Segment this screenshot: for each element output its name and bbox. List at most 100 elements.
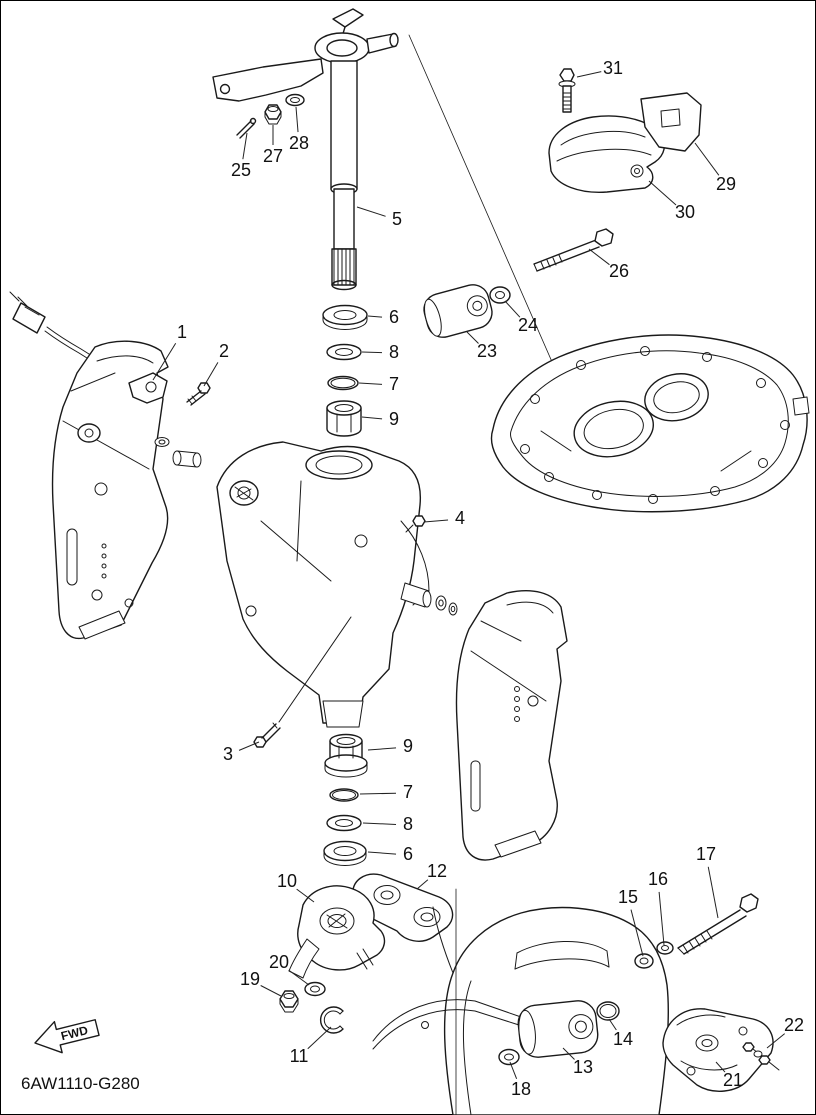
callout-6: 6 [403,844,413,864]
callout-22: 22 [784,1015,804,1035]
callout-4: 4 [455,508,465,528]
washer-16 [656,941,674,955]
fwd-arrow-label: FWD [60,1023,90,1043]
callout-leader-24 [504,300,521,318]
callout-leader-6 [367,315,383,318]
callout-11: 11 [290,1046,309,1066]
callout-10: 10 [277,871,297,891]
callout-23: 23 [477,341,497,361]
callout-leader-26 [588,248,610,266]
upper-oring-7 [327,375,359,391]
callout-17: 17 [696,844,716,864]
callout-27: 27 [263,146,283,166]
plate-29 [640,92,702,152]
callout-15: 15 [618,887,638,907]
mount-cover-30 [548,115,666,193]
callout-leader-31 [576,71,602,78]
bolt-26 [533,228,614,272]
washer-20 [304,981,326,997]
callout-7: 7 [389,374,399,394]
callout-24: 24 [518,315,538,335]
callout-13: 13 [573,1057,593,1077]
fwd-arrow: FWD [34,1019,100,1054]
callout-31: 31 [603,58,623,78]
callout-leader-14 [608,1018,617,1031]
washer-15 [634,953,654,969]
callout-leader-9 [361,416,383,420]
callout-29: 29 [716,174,736,194]
steering-arm [212,8,399,102]
callout-leader-12 [416,879,429,890]
bolt-17 [677,893,759,955]
callout-leader-29 [694,142,720,176]
reference-line [408,34,578,420]
callout-leader-30 [648,180,677,206]
callout-19: 19 [240,969,260,989]
callout-leader-19 [260,985,282,997]
lower-washer-6 [323,840,367,866]
callout-leader-23 [466,331,479,344]
callout-5: 5 [392,209,402,229]
callout-leader-13 [562,1047,575,1060]
upper-washer-8 [326,343,362,361]
callout-leader-10 [296,888,315,903]
swivel-shaft [330,60,358,291]
callout-leader-3 [238,741,260,751]
upper-washer-6 [322,304,368,330]
rubber-mount-13 [517,1000,599,1058]
callout-leader-9 [367,747,397,751]
left-clamp-bracket [51,340,202,640]
right-clamp-bracket [455,589,568,861]
swivel-bracket [216,441,430,728]
lower-oring-7 [329,788,359,802]
callout-8: 8 [389,342,399,362]
callout-20: 20 [269,952,289,972]
callout-6: 6 [389,307,399,327]
washer-18 [498,1048,520,1066]
callout-8: 8 [403,814,413,834]
callout-leader-18 [509,1061,518,1080]
callout-leader-11 [307,1026,332,1050]
callout-18: 18 [511,1079,531,1099]
callout-leader-7 [358,382,383,385]
callout-leader-21 [715,1061,726,1073]
callout-14: 14 [613,1029,633,1049]
steering-nut [264,104,282,125]
snap-ring-11 [320,1006,344,1034]
callout-leader-28 [295,106,299,133]
cotter-pin [236,117,257,139]
callout-leader-15 [630,909,644,957]
callout-7: 7 [403,782,413,802]
callout-leader-4 [423,519,449,523]
callout-leader-1 [152,342,177,381]
callout-28: 28 [289,133,309,153]
callout-leader-20 [288,969,310,986]
washer-24 [489,286,511,304]
callout-leader-8 [362,822,397,825]
nut-19 [279,990,299,1013]
callout-21: 21 [723,1070,743,1090]
lower-bushing-9 [324,733,368,778]
rubber-damper-23 [423,284,493,338]
callout-leader-16 [658,891,665,946]
diagram-code: 6AW1110-G280 [21,1074,140,1093]
callout-leader-2 [203,362,219,387]
callout-25: 25 [231,160,251,180]
nut-4 [400,515,458,616]
callout-16: 16 [648,869,668,889]
callout-30: 30 [675,202,695,222]
exploded-view-line-art [9,8,810,1115]
bolt-3 [253,722,281,748]
callout-1: 1 [177,322,187,342]
callout-leader-17 [707,866,719,919]
callout-9: 9 [389,409,399,429]
lower-washer-8 [326,814,362,832]
callout-leader-22 [766,1033,786,1049]
callout-leader-5 [356,206,386,217]
callout-leader-8 [361,351,383,354]
mount-housing-10 [288,885,386,979]
oring-14 [596,1001,620,1021]
